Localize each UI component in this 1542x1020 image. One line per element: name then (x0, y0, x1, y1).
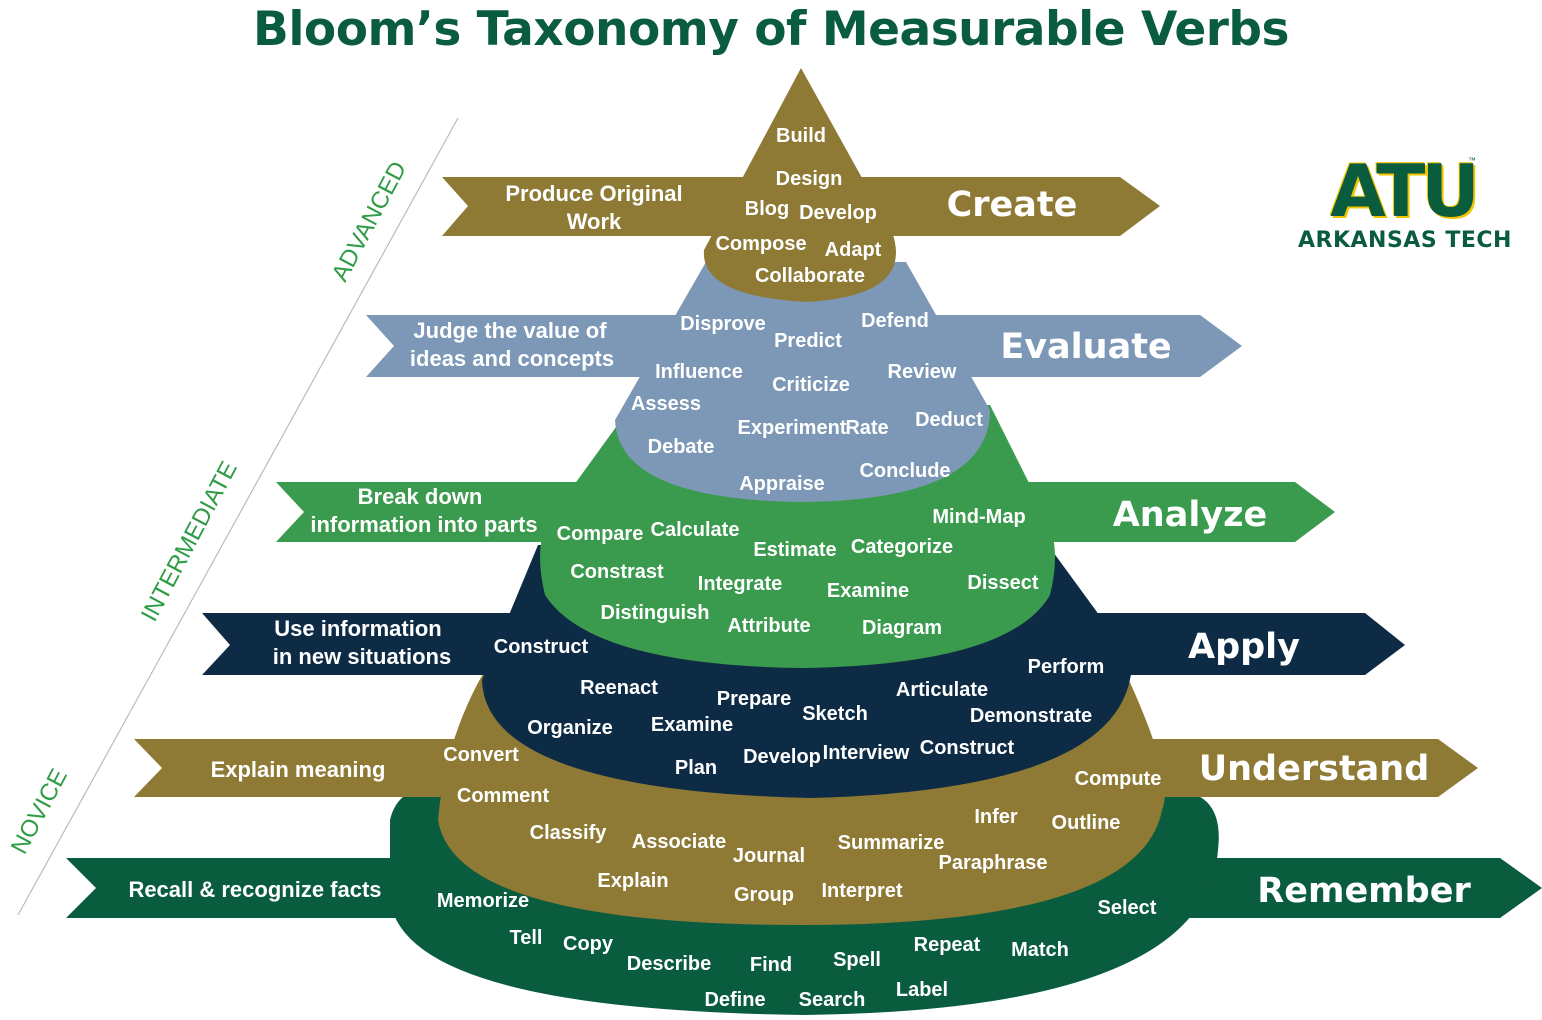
verb-remember: Spell (833, 949, 881, 971)
verb-apply: Prepare (717, 688, 792, 710)
verb-understand: Summarize (838, 832, 945, 854)
verb-evaluate: Disprove (680, 313, 766, 335)
verb-apply: Perform (1028, 656, 1105, 678)
level-name-remember: Remember (1257, 871, 1471, 911)
verb-evaluate: Rate (845, 417, 888, 439)
verb-evaluate: Review (888, 361, 957, 383)
verb-apply: Organize (527, 717, 613, 739)
verb-understand: Infer (974, 806, 1018, 828)
verb-analyze: Categorize (851, 536, 953, 558)
description-create-line-1: Produce Original (505, 181, 682, 206)
verb-analyze: Mind-Map (932, 506, 1025, 528)
verb-understand: Convert (443, 744, 519, 766)
verb-understand: Explain (597, 870, 668, 892)
level-name-create: Create (947, 185, 1078, 225)
logo-mark: ATU (1330, 149, 1480, 233)
verb-evaluate: Debate (648, 436, 715, 458)
verb-analyze: Calculate (651, 519, 740, 541)
verb-apply: Reenact (580, 677, 658, 699)
verb-understand: Paraphrase (939, 852, 1048, 874)
atu-logo: ATU ™ ARKANSAS TECH (1298, 149, 1512, 253)
verb-create: Compose (715, 233, 806, 255)
verb-create: Blog (745, 198, 789, 220)
verb-create: Build (776, 125, 826, 147)
verb-understand: Journal (733, 845, 805, 867)
tier-divider-line (17, 117, 459, 916)
level-name-analyze: Analyze (1113, 495, 1268, 535)
verb-understand: Associate (632, 831, 727, 853)
verb-analyze: Attribute (727, 615, 810, 637)
create-peak (703, 68, 897, 302)
tier-label-advanced: ADVANCED (327, 157, 413, 286)
description-analyze-line-2: information into parts (310, 512, 537, 537)
evaluate-band (615, 262, 990, 502)
level-name-understand: Understand (1199, 749, 1430, 789)
verb-apply: Construct (494, 636, 589, 658)
verb-evaluate: Criticize (772, 374, 850, 396)
verb-analyze: Integrate (698, 573, 782, 595)
verb-remember: Search (799, 989, 866, 1011)
logo-trademark: ™ (1468, 156, 1476, 165)
verb-apply: Plan (675, 757, 717, 779)
verb-apply: Sketch (802, 703, 868, 725)
tier-label-intermediate: INTERMEDIATE (136, 457, 243, 626)
verb-apply: Interview (823, 742, 910, 764)
verb-remember: Label (896, 979, 948, 1001)
level-name-apply: Apply (1188, 627, 1300, 667)
description-evaluate-line-2: ideas and concepts (410, 346, 614, 371)
verb-create: Design (776, 168, 843, 190)
verb-apply: Examine (651, 714, 733, 736)
logo-wordmark: ARKANSAS TECH (1298, 228, 1512, 253)
verb-evaluate: Predict (774, 330, 842, 352)
verb-evaluate: Influence (655, 361, 743, 383)
verb-evaluate: Assess (631, 393, 701, 415)
level-name-evaluate: Evaluate (1000, 327, 1171, 367)
verb-analyze: Constrast (570, 561, 664, 583)
description-analyze-line-1: Break down (358, 484, 483, 509)
verb-evaluate: Experiment (738, 417, 847, 439)
verb-evaluate: Appraise (739, 473, 825, 495)
verb-apply: Articulate (896, 679, 988, 701)
verb-evaluate: Conclude (859, 460, 950, 482)
verb-apply: Demonstrate (970, 705, 1092, 727)
verb-analyze: Distinguish (601, 602, 710, 624)
verb-create: Adapt (825, 239, 882, 261)
verb-analyze: Diagram (862, 617, 942, 639)
verb-remember: Copy (563, 933, 614, 955)
tier-label-novice: NOVICE (6, 765, 73, 859)
verb-remember: Tell (510, 927, 543, 949)
verb-apply: Develop (743, 746, 821, 768)
verb-understand: Outline (1052, 812, 1121, 834)
verb-analyze: Compare (557, 523, 644, 545)
verb-remember: Select (1098, 897, 1157, 919)
verb-remember: Memorize (437, 890, 529, 912)
verb-understand: Compute (1075, 768, 1162, 790)
verb-remember: Define (704, 989, 765, 1011)
verb-analyze: Examine (827, 580, 909, 602)
verb-understand: Comment (457, 785, 550, 807)
verb-understand: Classify (530, 822, 608, 844)
verb-apply: Construct (920, 737, 1015, 759)
description-remember: Recall & recognize facts (128, 877, 381, 902)
verb-evaluate: Defend (861, 310, 929, 332)
verb-remember: Describe (627, 953, 712, 975)
verb-create: Collaborate (755, 265, 865, 287)
verb-analyze: Estimate (753, 539, 836, 561)
description-understand: Explain meaning (211, 757, 386, 782)
verb-analyze: Dissect (967, 572, 1038, 594)
description-apply-line-2: in new situations (273, 644, 451, 669)
verb-create: Develop (799, 202, 877, 224)
description-evaluate-line-1: Judge the value of (413, 318, 607, 343)
verb-understand: Group (734, 884, 794, 906)
verb-remember: Match (1011, 939, 1069, 961)
description-apply-line-1: Use information (274, 616, 441, 641)
verb-remember: Repeat (914, 934, 981, 956)
verb-understand: Interpret (821, 880, 902, 902)
description-create-line-2: Work (567, 209, 622, 234)
page-title: Bloom’s Taxonomy of Measurable Verbs (253, 2, 1290, 57)
verb-remember: Find (750, 954, 792, 976)
verb-evaluate: Deduct (915, 409, 983, 431)
